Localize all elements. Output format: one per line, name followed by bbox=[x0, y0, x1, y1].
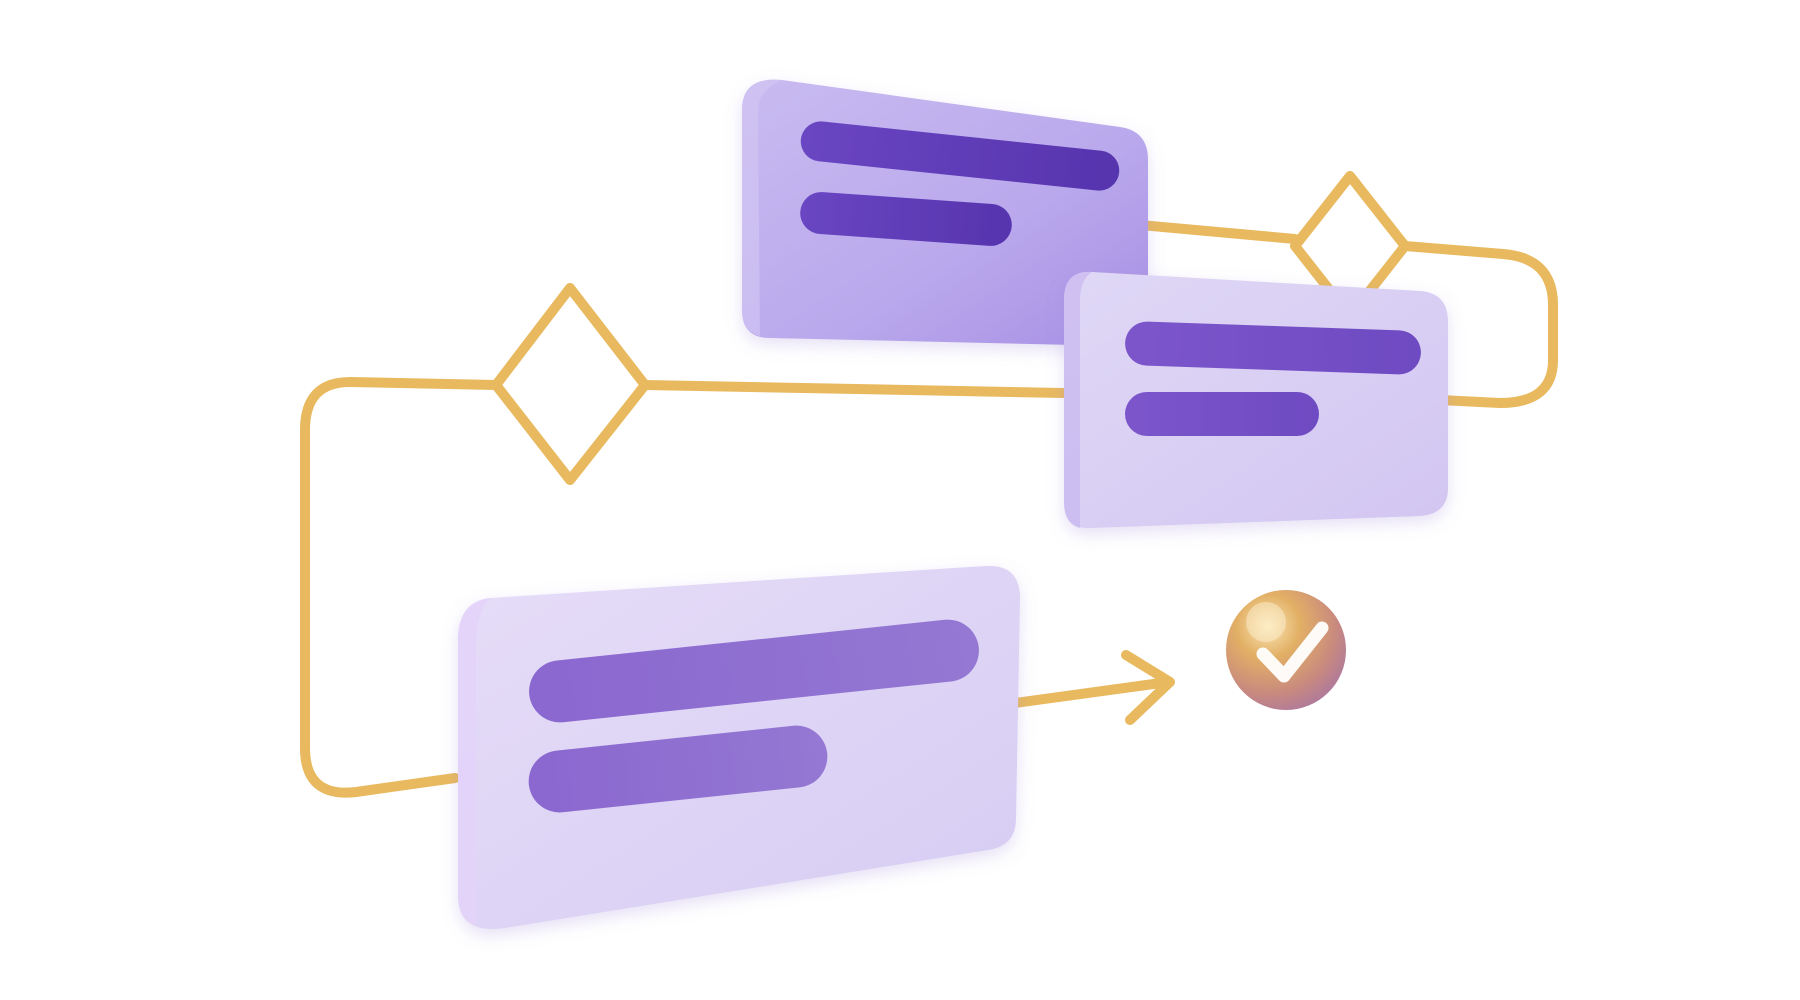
connector-left-loop bbox=[300, 377, 501, 798]
card-side-edge bbox=[458, 598, 490, 926]
process-card-bottom bbox=[458, 565, 1020, 930]
card-side-edge bbox=[742, 79, 782, 336]
decision-left-diamond bbox=[491, 283, 650, 485]
process-card-top bbox=[742, 79, 1148, 346]
content-bar bbox=[800, 192, 1012, 246]
card-side-edge bbox=[1064, 271, 1092, 528]
connectors bbox=[300, 171, 1558, 798]
check-icon bbox=[1256, 621, 1329, 683]
end-check-badge bbox=[1226, 590, 1346, 710]
content-bar bbox=[529, 619, 979, 723]
content-bar bbox=[1125, 321, 1421, 375]
badge-highlight bbox=[1246, 602, 1286, 642]
content-bar bbox=[528, 725, 828, 813]
connector-left-to-middle bbox=[640, 380, 1070, 398]
arrow-head-icon bbox=[1121, 650, 1175, 725]
content-bar bbox=[800, 121, 1120, 191]
connector-right-loop bbox=[1400, 241, 1558, 408]
badge-circle bbox=[1226, 590, 1346, 710]
content-bar bbox=[1125, 392, 1319, 436]
connector-top-to-right-diamond bbox=[1135, 220, 1300, 244]
process-card-middle bbox=[1064, 271, 1448, 529]
connector-bottom-to-check bbox=[1010, 677, 1173, 708]
